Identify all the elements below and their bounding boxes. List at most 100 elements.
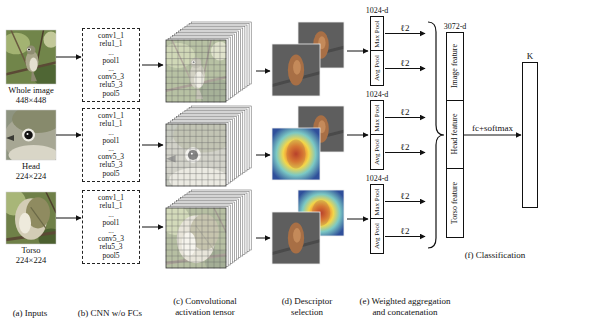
grid-line [166,244,226,245]
layer-name: relu5_3 [100,161,123,169]
layer-name: ... [108,65,114,73]
layer-name: relu5_3 [100,243,123,251]
image-caption: Whole image 448×448 [3,86,59,105]
descriptor-outline [272,128,320,180]
bird-eye [24,131,33,140]
photo-frame [6,30,56,84]
flow-arrow [464,135,521,136]
rotated-label: Max Pool [374,188,381,215]
cnn-block: conv1_1relu1_1...pool1...conv5_3relu5_3p… [82,108,140,182]
flow-arrow [256,238,270,239]
flow-arrow [385,68,425,69]
grid-line [166,83,226,84]
pooling-cell: Avg Pool [371,135,383,169]
rotated-label: Avg Pool [374,55,381,81]
feature-map-outline [166,208,226,268]
feature-vector: Image featureHead featureTorso feature30… [446,32,464,238]
foliage [6,33,30,55]
layer-name: ... [108,211,114,219]
bird-photo [166,40,226,102]
layer-name: conv1_1 [98,194,124,202]
grid-line [214,124,215,186]
layer-name: pool1 [102,137,119,145]
descriptor-map [272,44,320,96]
bird-throat [9,145,57,160]
bird-crown [12,110,56,133]
panel-caption: (f) Classification [450,250,540,261]
bird-photo [6,110,56,160]
activation-grid [166,40,226,102]
grid-line [166,173,226,174]
dimension-label: 1024-d [366,175,389,183]
cnn-block: conv1_1relu1_1...pool1...conv5_3relu5_3p… [82,190,140,264]
activation-tensor [166,190,251,268]
layer-name: conv5_3 [98,235,124,243]
feature-segment: Head feature [447,101,463,169]
flow-arrow [347,135,368,136]
flow-arrow [142,227,163,228]
flow-arrow [256,71,270,72]
grid-line [166,71,226,72]
grid-line [202,124,203,186]
grid-line [202,40,203,102]
selected-region [293,228,301,243]
rotated-label: Avg Pool [374,139,381,165]
flow-arrow [385,33,425,34]
layer-name: ... [108,129,114,137]
bird-head [27,45,36,54]
flow-arrow [142,65,163,66]
panel-caption: (e) Weighted aggregation and concatenati… [355,296,455,318]
rotated-label: Torso feature [451,182,459,224]
norm-label: ℓ2 [395,142,415,152]
rotated-label: Image feature [451,44,459,88]
layer-name: conv1_1 [98,32,124,40]
layer-name: pool5 [102,90,119,98]
selected-region [286,139,305,168]
flow-arrow [385,152,425,153]
grid-line [166,262,226,263]
panel-caption: (a) Inputs [0,308,60,319]
flow-arrow [385,201,425,202]
bird-eye [28,48,30,50]
concat-brace [428,22,444,248]
selected-region [288,54,304,85]
bird-eye-ring [192,61,196,65]
foliage [44,32,57,48]
layer-name: pool5 [102,252,119,260]
feature-map-outline [166,40,226,102]
flow-arrow [385,236,425,237]
flow-arrow [56,135,81,136]
bird-beak [6,135,14,141]
flow-arrow [347,219,368,220]
descriptor-outline [272,212,320,264]
bird-belly [194,72,204,88]
norm-label: ℓ2 [395,58,415,68]
flow-arrow [142,145,163,146]
layer-name: pool1 [102,219,119,227]
grid-line [166,179,226,180]
grid-line [166,95,226,96]
bird-eye-ring [22,129,35,142]
grid-line [220,208,221,268]
grid-line [166,161,226,162]
bird-eye [193,61,195,63]
pooling-cell: Max Pool [371,185,383,219]
image-caption: Head 224×224 [11,162,51,181]
photo-frame [6,110,56,160]
bird-eye-ring [27,48,31,52]
input-image: Torso 224×224 [6,192,56,244]
grid-line [208,124,209,186]
dimension-label: 3072-d [444,23,467,31]
bird-photo [6,192,56,244]
grid-line [214,40,215,102]
layer-name: conv1_1 [98,112,124,120]
descriptor-outline [272,44,320,96]
grid-line [166,77,226,78]
dimension-label: K [527,52,534,61]
layer-name: relu1_1 [100,120,123,128]
bird-photo [166,208,226,268]
pooling-cell: Avg Pool [371,51,383,85]
flow-arrow [56,218,81,219]
